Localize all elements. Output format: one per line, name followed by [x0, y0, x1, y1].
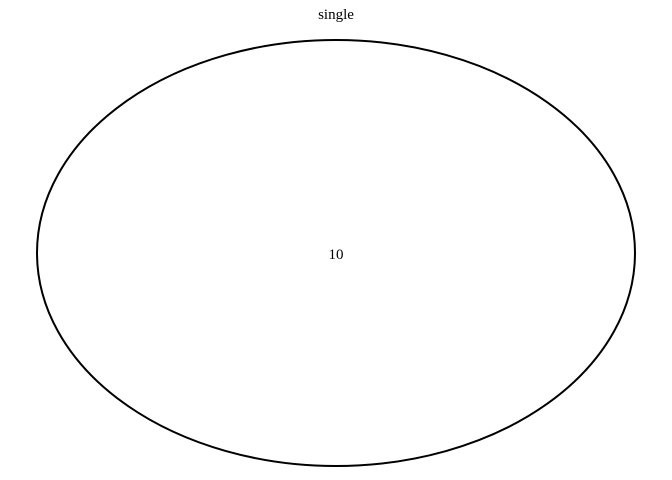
set-ellipse [36, 39, 636, 467]
set-label: single [318, 7, 354, 23]
set-count-label: 10 [329, 247, 344, 263]
